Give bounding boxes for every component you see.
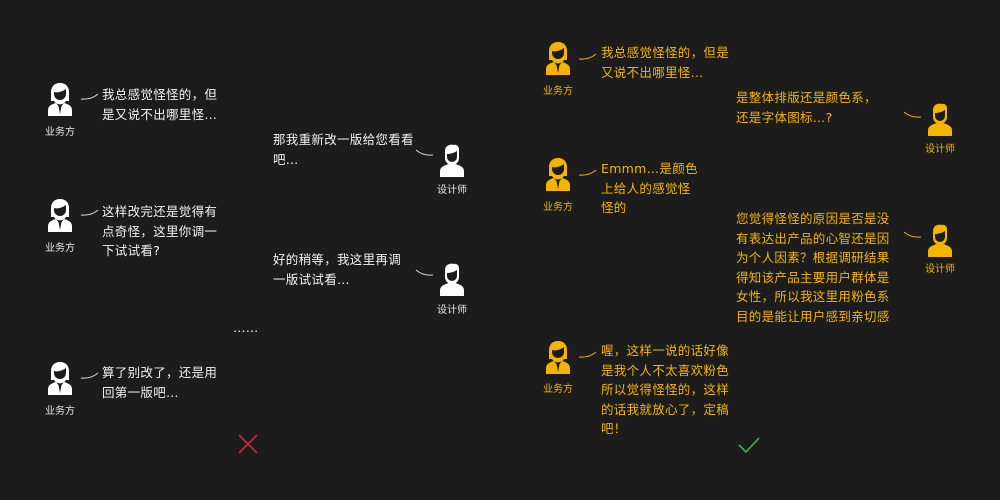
message-text: 那我重新改一版给您看看吧… (273, 132, 414, 167)
designer-icon (439, 262, 465, 296)
message-text: 好的稍等，我这里再调一版试试看… (273, 252, 402, 287)
message-text: 喔，这样一说的话好像是我个人不太喜欢粉色所以觉得怪怪的，这样的话我就放心了，定稿… (601, 343, 730, 436)
role-label: 设计师 (925, 264, 955, 275)
message-text: 是整体排版还是颜色系，还是字体图标…? (736, 90, 877, 125)
connector-line (903, 111, 922, 118)
connector-line (415, 149, 434, 156)
message-text: 我总感觉怪怪的，但是又说不出哪里怪… (601, 45, 730, 80)
businesswoman-icon (47, 198, 73, 232)
message-text: 您觉得怪怪的原因是否是没有表达出产品的心智还是因为个人因素？根据调研结果得知该产… (736, 211, 890, 324)
designer-icon (927, 102, 953, 136)
message-text: 我总感觉怪怪的，但是又说不出哪里怪… (102, 87, 218, 122)
connector-line (903, 231, 922, 238)
role-label: 设计师 (925, 144, 955, 155)
cross-icon (238, 434, 258, 454)
connector-line (578, 351, 597, 358)
role-label: 业务方 (543, 384, 573, 395)
message-text: Emmm…是颜色上给人的感觉怪怪的 (601, 161, 698, 215)
businesswoman-icon (545, 340, 571, 374)
businesswoman-icon (545, 41, 571, 75)
connector-line (80, 209, 99, 216)
message-text: 这样改完还是觉得有点奇怪，这里你调一下试试看? (102, 204, 218, 258)
role-label: 业务方 (45, 243, 75, 254)
role-label: 业务方 (543, 202, 573, 213)
role-label: 设计师 (437, 305, 467, 316)
check-icon (738, 437, 760, 454)
role-label: 业务方 (45, 127, 75, 138)
connector-line (415, 269, 434, 276)
businesswoman-icon (47, 361, 73, 395)
ellipsis: …… (233, 320, 259, 335)
role-label: 设计师 (437, 185, 467, 196)
connector-line (80, 93, 99, 100)
designer-icon (439, 143, 465, 177)
connector-line (80, 372, 99, 379)
connector-line (578, 53, 597, 60)
role-label: 业务方 (543, 86, 573, 97)
message-text: 算了别改了，还是用回第一版吧… (102, 365, 218, 400)
connector-line (578, 169, 597, 176)
businesswoman-icon (47, 82, 73, 116)
businesswoman-icon (545, 157, 571, 191)
designer-icon (927, 223, 953, 257)
role-label: 业务方 (45, 406, 75, 417)
